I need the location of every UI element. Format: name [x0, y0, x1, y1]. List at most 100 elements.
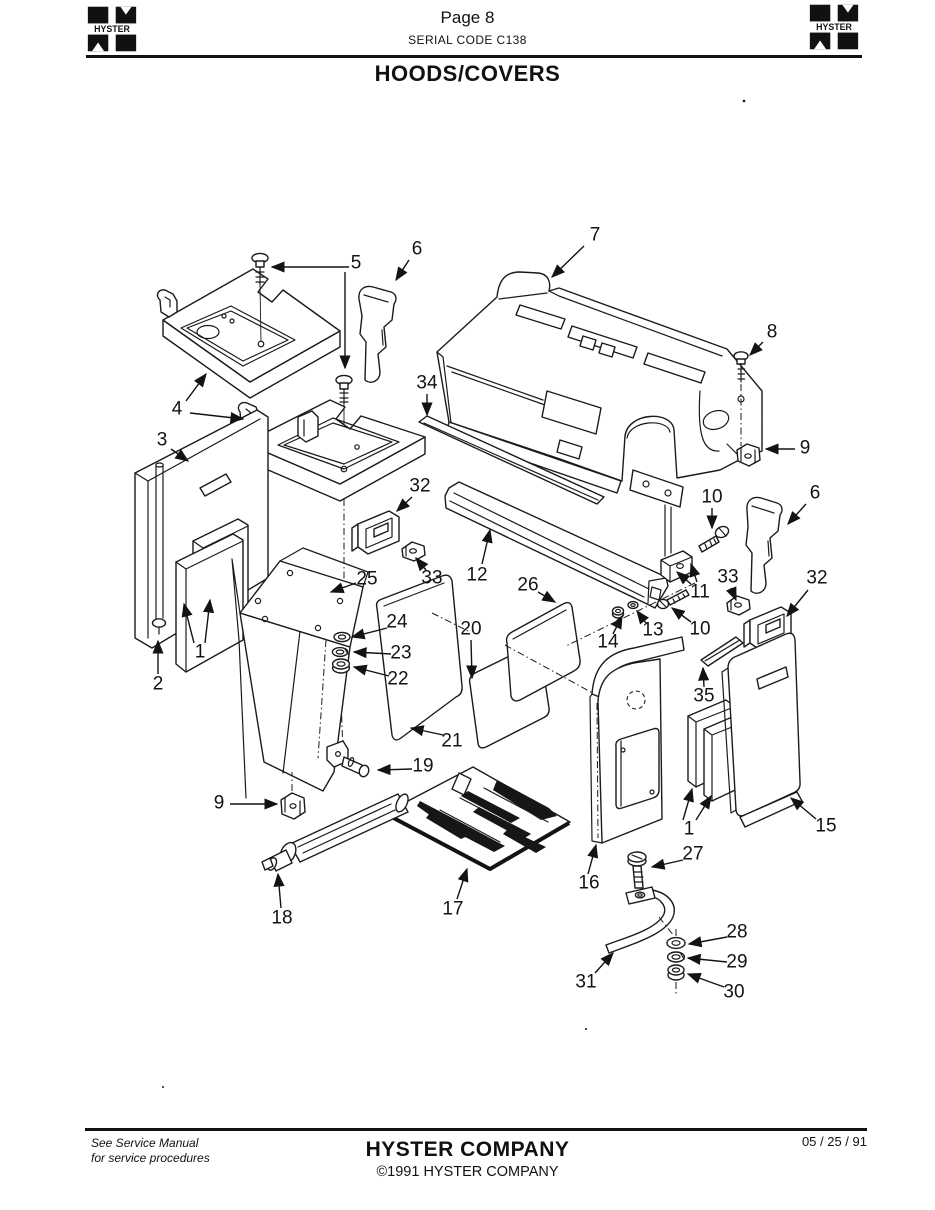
callout-number-19: 19	[412, 756, 433, 777]
gas-spring-18	[261, 793, 409, 872]
bolt-10-lower	[656, 589, 690, 610]
strip-34	[418, 415, 605, 505]
callout-number-4: 4	[172, 399, 183, 420]
scan-speck	[162, 1086, 164, 1088]
panel-16	[589, 636, 685, 844]
hinge-centerline-right	[504, 644, 601, 698]
callout-number-30: 30	[723, 982, 744, 1003]
door-panel-15	[721, 632, 803, 828]
serial-code-label: SERIAL CODE C138	[408, 33, 527, 47]
callout-number-13: 13	[642, 620, 663, 641]
callout-leader-24	[350, 627, 388, 640]
callout-number-32: 32	[806, 568, 827, 589]
callout-leader-15	[789, 797, 817, 820]
revision-date: 05 / 25 / 91	[801, 1134, 867, 1149]
bracket-6-upper	[358, 285, 397, 383]
callout-leader-31	[594, 951, 614, 974]
bolt-10-upper	[698, 525, 730, 553]
copyright-line: ©1991 HYSTER COMPANY	[376, 1164, 559, 1180]
bar-12	[444, 481, 669, 609]
hinge-centerline-left	[431, 612, 471, 633]
callout-number-10: 10	[701, 487, 722, 508]
callout-number-15: 15	[815, 816, 836, 837]
header-rule	[86, 55, 862, 58]
hyster-logo-icon: HYSTER	[809, 4, 859, 50]
callout-number-33: 33	[421, 568, 442, 589]
hyster-logo-icon: HYSTER	[87, 6, 137, 52]
callout-number-25: 25	[356, 569, 377, 590]
washer-28	[666, 936, 686, 950]
callout-number-24: 24	[386, 612, 408, 633]
callout-number-1: 1	[195, 642, 206, 663]
callout-leader-35	[698, 666, 710, 688]
bracket-11	[660, 550, 693, 583]
lockwasher-23	[331, 646, 349, 658]
logo-wordmark: HYSTER	[816, 22, 852, 32]
callout-leader-28	[687, 936, 728, 948]
callout-leader-4	[185, 372, 207, 402]
fastener-centerline	[565, 582, 696, 647]
callout-number-12: 12	[466, 565, 487, 586]
part-4-upper-cover	[156, 268, 341, 399]
service-note-line1: See Service Manual	[91, 1136, 199, 1150]
callout-number-20: 20	[460, 619, 481, 640]
scan-speck	[585, 1028, 587, 1030]
callout-leader-14	[611, 614, 623, 635]
hyster-logo-left: HYSTER	[86, 6, 138, 57]
callout-leader-4	[189, 412, 245, 424]
part-7-instrument-hood	[436, 271, 763, 557]
callout-number-18: 18	[271, 908, 292, 929]
bolt-27	[627, 851, 647, 899]
callout-number-33: 33	[717, 567, 738, 588]
nut-22	[331, 658, 351, 674]
callout-number-14: 14	[597, 632, 619, 653]
screw-8	[733, 351, 749, 446]
callout-leader-26	[537, 590, 557, 603]
callout-number-34: 34	[416, 373, 438, 394]
clip-33-left	[401, 541, 426, 562]
callout-number-3: 3	[157, 430, 168, 451]
callout-leader-10	[670, 607, 692, 623]
callout-leader-1	[202, 598, 215, 644]
callout-leader-11	[675, 571, 692, 585]
callout-number-23: 23	[390, 643, 411, 664]
rod-2	[151, 462, 167, 635]
callout-leader-29	[686, 953, 728, 965]
page-number-label: Page 8	[440, 8, 495, 27]
callout-leader-30	[686, 973, 725, 988]
washer-24	[333, 631, 351, 643]
clip-9-right	[736, 443, 761, 467]
strap-31	[605, 886, 675, 954]
callout-number-26: 26	[517, 575, 538, 596]
callout-leader-17	[456, 867, 469, 900]
bracket-6-right	[745, 496, 783, 594]
callout-leader-6	[395, 259, 410, 282]
callout-number-22: 22	[387, 669, 408, 690]
callout-number-7: 7	[590, 225, 601, 246]
pin-19	[341, 756, 370, 778]
callout-leader-33	[725, 586, 737, 602]
callout-number-21: 21	[441, 731, 462, 752]
callout-leader-12	[481, 528, 493, 565]
callout-leader-27	[650, 858, 684, 870]
callout-number-28: 28	[726, 922, 747, 943]
panel-26	[505, 601, 581, 702]
callout-leader-25	[329, 582, 357, 594]
page-title: HOODS/COVERS	[374, 61, 561, 86]
callout-number-16: 16	[578, 873, 599, 894]
callout-leader-32	[395, 496, 413, 512]
callout-number-6: 6	[412, 239, 423, 260]
callout-leader-1	[682, 787, 694, 821]
callout-number-6: 6	[810, 483, 821, 504]
header-center: Page 8 SERIAL CODE C138	[0, 8, 935, 47]
screw-5-upper	[251, 252, 269, 343]
hyster-logo-right: HYSTER	[808, 4, 860, 55]
callout-number-9: 9	[214, 793, 225, 814]
callout-number-35: 35	[693, 686, 714, 707]
callout-leader-21	[409, 725, 444, 737]
callout-leader-7	[550, 245, 585, 278]
service-note: See Service Manual for service procedure…	[91, 1136, 210, 1166]
